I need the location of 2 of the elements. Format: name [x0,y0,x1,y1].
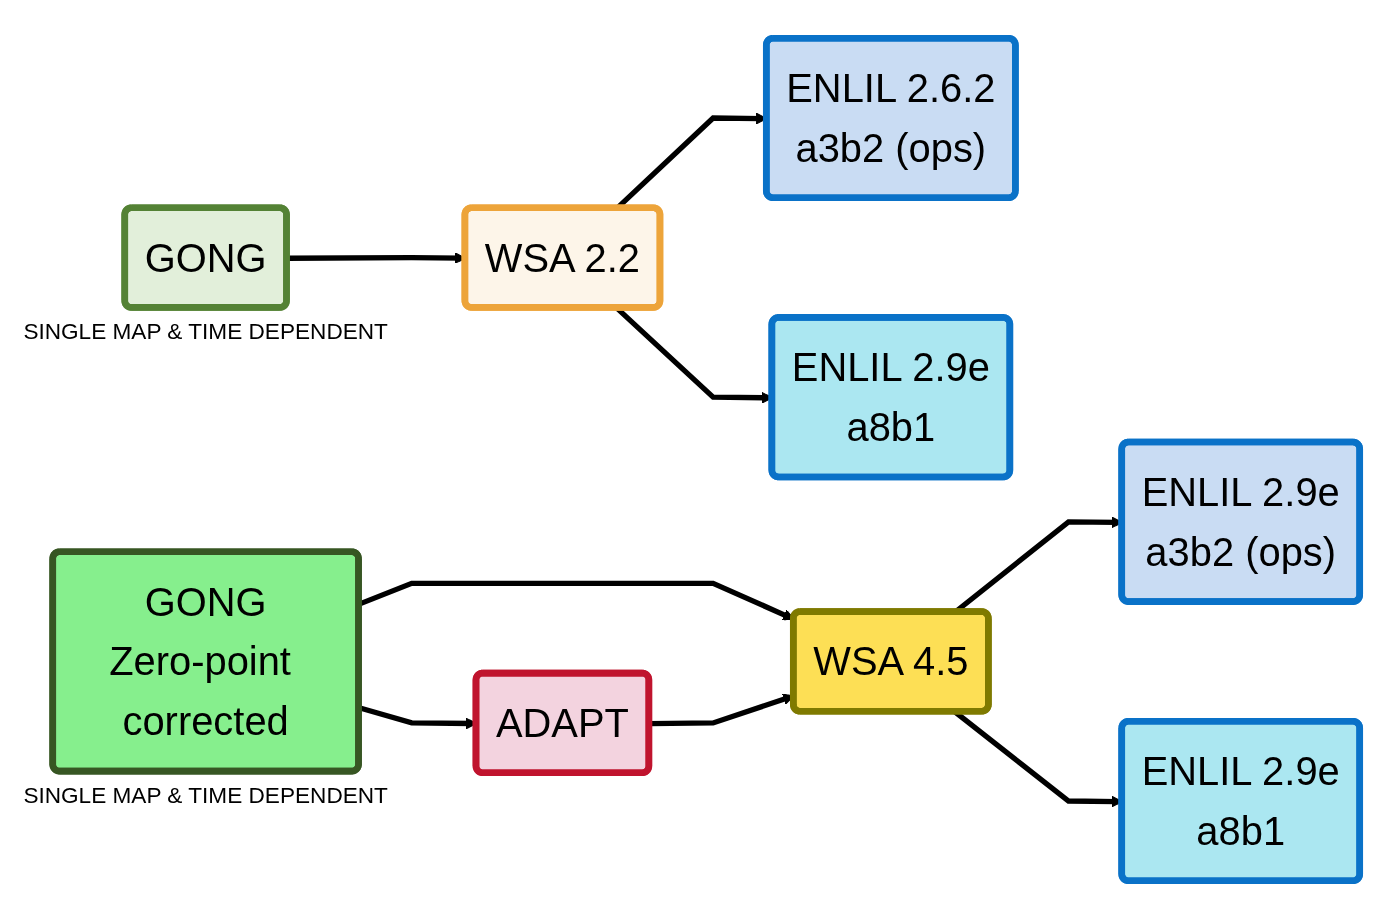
node-caption: SINGLE MAP & TIME DEPENDENT [23,319,388,345]
node-caption: SINGLE MAP & TIME DEPENDENT [23,783,388,808]
